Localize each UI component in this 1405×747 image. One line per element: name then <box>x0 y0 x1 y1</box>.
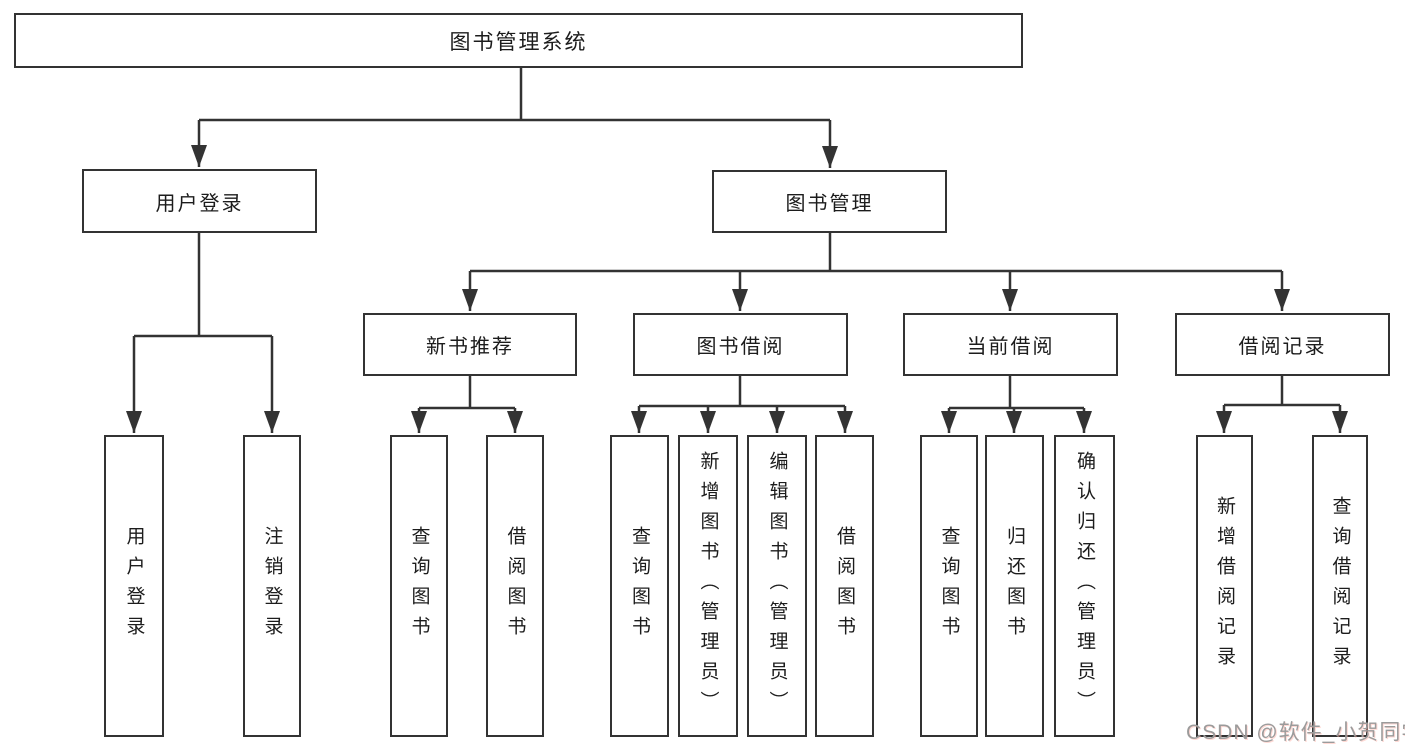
node-label: 图书管理 <box>785 193 874 215</box>
node-book-management-branch: 图书管理 <box>712 170 947 233</box>
leaf-label: 新增借阅记录 <box>1214 496 1235 676</box>
leaf-label: 查询图书 <box>408 526 430 646</box>
leaf-label: 借阅图书 <box>504 526 526 646</box>
leaf-add-book-admin: 新增图书（管理员） <box>678 435 738 737</box>
leaf-query-books-current: 查询图书 <box>920 435 978 737</box>
node-root-label: 图书管理系统 <box>449 30 588 54</box>
node-new-book-recommend: 新书推荐 <box>363 313 577 376</box>
leaf-label: 查询图书 <box>629 526 650 646</box>
leaf-borrow-books-recommend: 借阅图书 <box>486 435 544 737</box>
node-book-borrow: 图书借阅 <box>633 313 848 376</box>
leaf-label: 借阅图书 <box>834 526 855 646</box>
leaf-add-borrow-record: 新增借阅记录 <box>1196 435 1253 737</box>
leaf-return-book: 归还图书 <box>985 435 1044 737</box>
leaf-label: 查询借阅记录 <box>1329 496 1351 676</box>
node-label: 用户登录 <box>155 192 244 215</box>
leaf-edit-book-admin: 编辑图书（管理员） <box>747 435 807 737</box>
node-label: 图书借阅 <box>696 336 785 358</box>
leaf-label: 注销登录 <box>261 526 283 646</box>
node-borrow-records: 借阅记录 <box>1175 313 1390 376</box>
node-label: 新书推荐 <box>426 336 514 358</box>
leaf-label: 归还图书 <box>1004 526 1025 646</box>
leaf-borrow-books: 借阅图书 <box>815 435 874 737</box>
leaf-user-login: 用户登录 <box>104 435 164 737</box>
node-label: 当前借阅 <box>966 336 1055 358</box>
leaf-query-books-recommend: 查询图书 <box>390 435 448 737</box>
leaf-label: 编辑图书（管理员） <box>766 451 788 721</box>
leaf-query-books-borrow: 查询图书 <box>610 435 669 737</box>
leaf-label: 查询图书 <box>938 526 960 646</box>
leaf-query-borrow-record: 查询借阅记录 <box>1312 435 1368 737</box>
node-user-login-branch: 用户登录 <box>82 169 317 233</box>
node-label: 借阅记录 <box>1238 336 1327 358</box>
node-root-system: 图书管理系统 <box>14 13 1023 68</box>
leaf-label: 确认归还（管理员） <box>1074 451 1095 721</box>
leaf-label: 新增图书（管理员） <box>697 451 719 721</box>
leaf-confirm-return-admin: 确认归还（管理员） <box>1054 435 1115 737</box>
csdn-watermark: CSDN @软件_小贺同学 <box>1186 721 1405 744</box>
leaf-logout: 注销登录 <box>243 435 301 737</box>
leaf-label: 用户登录 <box>123 526 145 646</box>
node-current-borrow: 当前借阅 <box>903 313 1118 376</box>
